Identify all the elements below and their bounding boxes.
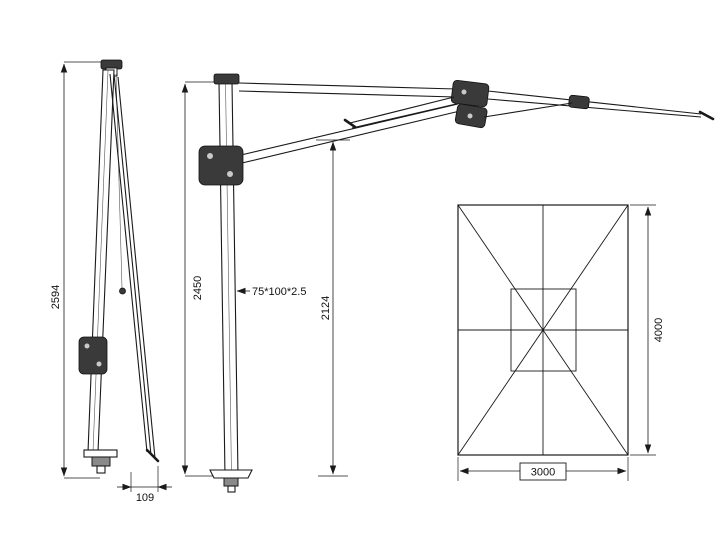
dimension-label-canopy-width: 3000 (531, 467, 555, 479)
canopy-rib (349, 96, 455, 124)
base-foot (96, 465, 106, 474)
bracket-bolt (84, 343, 90, 349)
dimension-folded-height: 2594 (50, 61, 104, 479)
dimension-canopy-width: 3000 (457, 457, 629, 481)
dimension-mast-height: 2450 (181, 81, 217, 477)
rib-line (117, 76, 156, 459)
rib-tip (145, 448, 160, 463)
rib-line (113, 73, 152, 456)
canopy-center-vent (510, 288, 577, 372)
bracket-bolt (207, 153, 213, 159)
rib-tip (343, 118, 357, 129)
hub-upper (450, 79, 490, 108)
dimension-label-folded-height: 2594 (50, 285, 62, 309)
dimension-base-offset: 109 (117, 466, 172, 504)
mast-bracket (198, 145, 244, 186)
base-block (91, 456, 111, 467)
folded-side-view: 2594 (50, 59, 172, 504)
hub-bolt (467, 113, 473, 119)
hub-bolt (461, 89, 467, 95)
dimension-label-canopy-length: 4000 (653, 318, 665, 342)
bracket-bolt (96, 361, 102, 367)
dimension-box (519, 462, 567, 481)
strut-line (240, 103, 459, 156)
canopy-rib (351, 103, 457, 129)
open-side-view: 2450 2124 (181, 73, 715, 493)
dimension-label-clearance-height: 2124 (320, 296, 332, 320)
canopy-top-view: 4000 3000 (457, 204, 665, 481)
mast-base (209, 469, 253, 493)
base-flange (209, 469, 253, 479)
boom-line (238, 90, 457, 98)
canopy-rib (487, 90, 702, 115)
base-foot (227, 485, 236, 493)
profile-callout: 75*100*2.5 (236, 286, 306, 298)
bracket-body (78, 336, 108, 375)
dimension-clearance-height: 2124 (316, 139, 350, 477)
dimension-canopy-length: 4000 (630, 204, 665, 456)
boom-line (238, 82, 457, 90)
rib-line (109, 73, 148, 453)
base-block (223, 477, 239, 487)
rib-strut (483, 102, 573, 118)
profile-label: 75*100*2.5 (252, 286, 306, 298)
wall-bracket (78, 336, 108, 375)
base-flange (83, 449, 118, 458)
rod-ball (119, 287, 126, 295)
pole-seam (92, 69, 109, 453)
rib-tip (698, 110, 715, 121)
bracket-bolt (227, 171, 233, 177)
strut-line (241, 110, 461, 164)
rib-joint (568, 94, 590, 110)
bracket-body (198, 145, 244, 186)
dimension-label-mast-height: 2450 (192, 276, 204, 300)
canopy-hub (450, 79, 490, 129)
mast-top-hinge (213, 73, 240, 85)
dimension-label-base-offset: 109 (136, 492, 154, 504)
canopy-rib (487, 98, 702, 118)
folded-base (83, 449, 118, 474)
